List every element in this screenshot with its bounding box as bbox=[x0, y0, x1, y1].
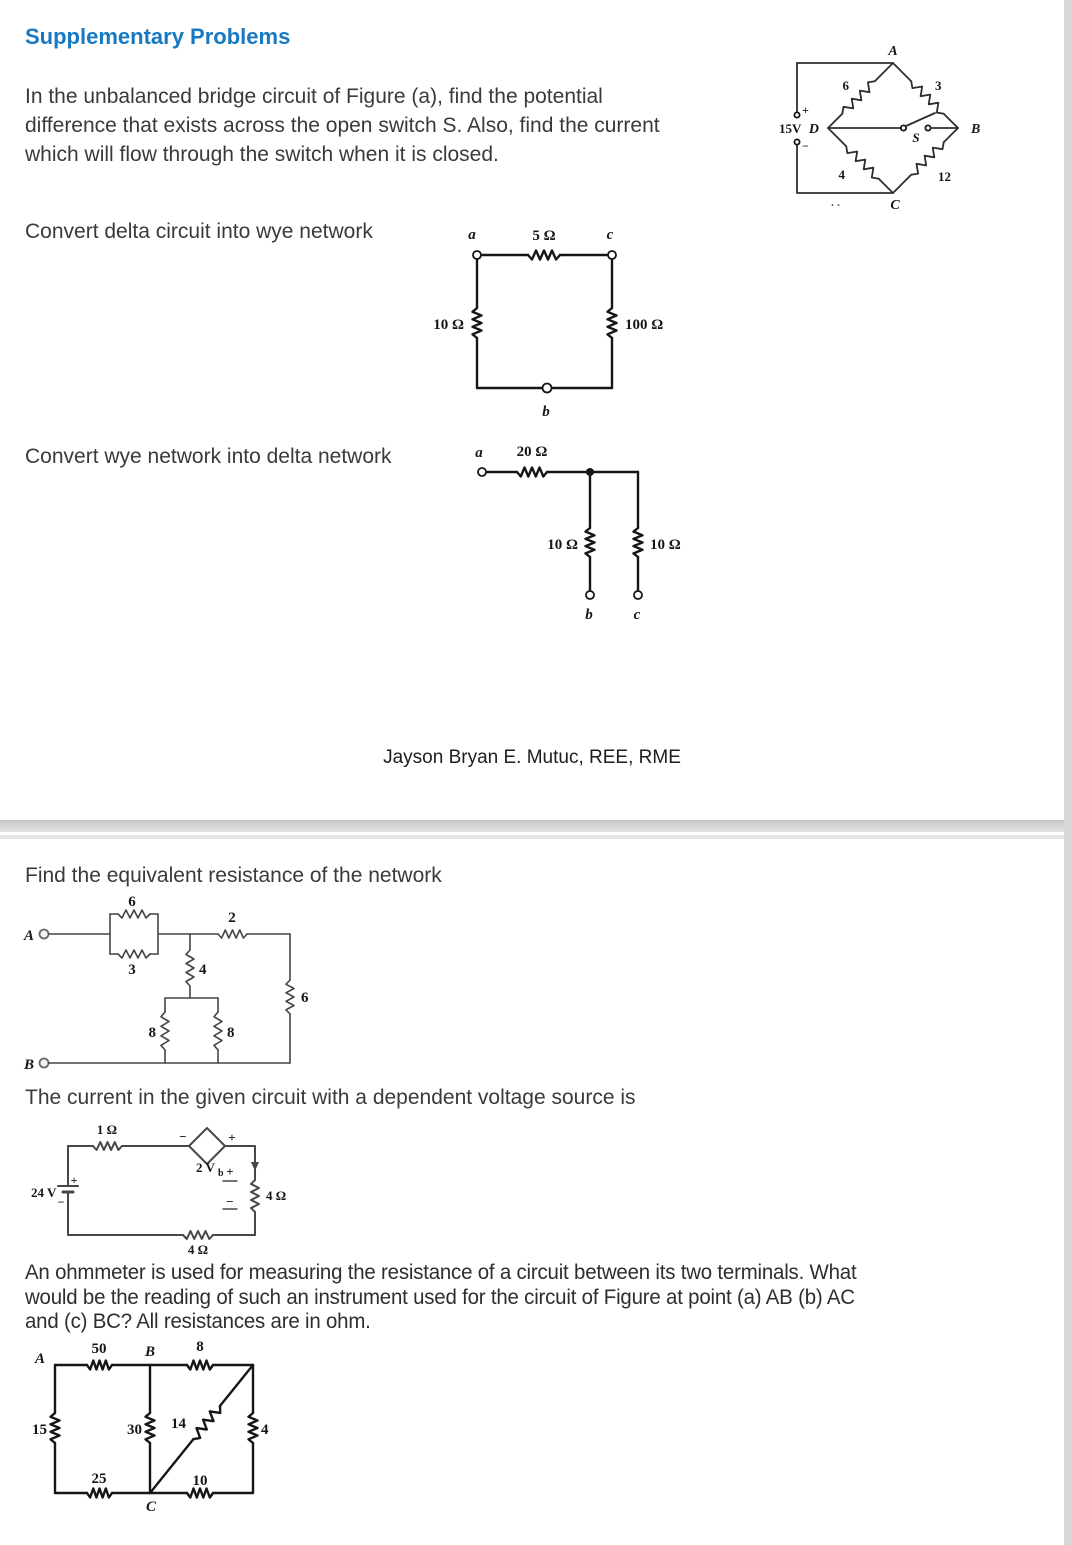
page-break-band bbox=[0, 820, 1072, 832]
wye-resistor-left-value: 10 Ω bbox=[547, 537, 578, 553]
dependent-source-wires bbox=[57, 1127, 260, 1240]
equivalent-resistance-heading: Find the equivalent resistance of the ne… bbox=[25, 864, 442, 887]
wye-node-a-label: a bbox=[475, 445, 483, 461]
equivalent-resistance-wires bbox=[38, 909, 295, 1069]
bridge-resistor-da-value: 6 bbox=[843, 78, 850, 93]
delta-node-c-label: c bbox=[607, 227, 614, 243]
page-right-edge bbox=[1064, 0, 1072, 1545]
ohm-node-c-label: C bbox=[146, 1499, 157, 1515]
dep-diamond-minus: − bbox=[179, 1129, 186, 1144]
ohmmeter-problem-text: An ohmmeter is used for measuring the re… bbox=[25, 1260, 900, 1334]
dep-gain-subscript: b bbox=[218, 1168, 224, 1179]
ohm-resistor-14-value: 14 bbox=[171, 1416, 187, 1432]
ohm-node-b-label: B bbox=[144, 1344, 155, 1360]
dep-resistor-4ohm-bottom-value: 4 Ω bbox=[188, 1242, 208, 1257]
page-title: Supplementary Problems bbox=[25, 24, 291, 49]
delta-node-a-label: a bbox=[468, 227, 476, 243]
dep-gain-label: 2 V bbox=[196, 1160, 216, 1175]
delta-node-b-label: b bbox=[542, 404, 550, 420]
dependent-source-heading: The current in the given circuit with a … bbox=[25, 1086, 636, 1109]
delta-circuit-figure: a c b 5 Ω 10 Ω 100 Ω bbox=[433, 227, 663, 420]
wye-problem-heading: Convert wye network into delta network bbox=[25, 445, 392, 468]
delta-resistor-left-value: 10 Ω bbox=[433, 317, 464, 333]
paragraph-line: difference that exists across the open s… bbox=[25, 114, 660, 137]
equivalent-resistance-figure: A B 6 3 2 4 6 8 8 bbox=[23, 894, 309, 1073]
equiv-resistor-8right-value: 8 bbox=[227, 1025, 235, 1041]
paragraph-line: An ohmmeter is used for measuring the re… bbox=[25, 1260, 857, 1284]
dep-source-label: 24 V bbox=[31, 1185, 57, 1200]
ohmmeter-circuit-figure: A B C 50 8 15 30 14 4 25 10 bbox=[32, 1339, 269, 1515]
ohm-resistor-50-value: 50 bbox=[92, 1341, 107, 1357]
delta-circuit-wires bbox=[471, 249, 618, 394]
bridge-node-a-label: A bbox=[887, 44, 897, 59]
bridge-source-plus: + bbox=[802, 103, 809, 117]
ohm-node-a-label: A bbox=[34, 1351, 45, 1367]
bridge-switch-label: S bbox=[912, 130, 919, 145]
wye-resistor-right-value: 10 Ω bbox=[650, 537, 681, 553]
dep-resistor-1ohm-value: 1 Ω bbox=[97, 1122, 117, 1137]
paragraph-line: and (c) BC? All resistances are in ohm. bbox=[25, 1309, 371, 1333]
equiv-node-a-label: A bbox=[23, 928, 34, 944]
dep-vb-minus: − bbox=[226, 1194, 233, 1209]
bridge-resistor-ab-value: 3 bbox=[935, 78, 942, 93]
dep-resistor-4ohm-right-value: 4 Ω bbox=[266, 1188, 286, 1203]
equiv-resistor-8left-value: 8 bbox=[149, 1025, 157, 1041]
ohm-resistor-10-value: 10 bbox=[193, 1473, 208, 1489]
ohm-resistor-4-value: 4 bbox=[261, 1422, 269, 1438]
delta-resistor-top-value: 5 Ω bbox=[532, 228, 555, 244]
wye-circuit-figure: a 20 Ω 10 Ω 10 Ω b c bbox=[475, 444, 681, 623]
page-break-band-lower bbox=[0, 835, 1072, 839]
wye-node-b-label: b bbox=[585, 607, 593, 623]
equiv-resistor-6top-value: 6 bbox=[128, 894, 136, 910]
equiv-resistor-4-value: 4 bbox=[199, 962, 207, 978]
bridge-node-d-label: D bbox=[808, 122, 819, 137]
dep-source-plus: + bbox=[71, 1173, 78, 1187]
dep-source-minus: − bbox=[58, 1195, 65, 1209]
equiv-node-b-label: B bbox=[23, 1057, 34, 1073]
bridge-circuit-wires bbox=[793, 62, 959, 194]
paragraph-line: which will flow through the switch when … bbox=[25, 143, 499, 166]
ohmmeter-circuit-wires bbox=[49, 1359, 259, 1499]
wye-node-c-label: c bbox=[634, 607, 641, 623]
bridge-node-b-label: B bbox=[970, 122, 980, 137]
ohm-resistor-8-value: 8 bbox=[196, 1339, 204, 1355]
paragraph-line: would be the reading of such an instrume… bbox=[25, 1284, 855, 1309]
dependent-source-figure: 1 Ω − + 2 V b + − 4 Ω 4 Ω 24 V + − bbox=[31, 1122, 286, 1257]
equiv-resistor-2-value: 2 bbox=[228, 910, 236, 926]
bridge-resistor-cb-value: 12 bbox=[938, 169, 951, 184]
equiv-resistor-6right-value: 6 bbox=[301, 990, 309, 1006]
ohm-resistor-25-value: 25 bbox=[92, 1471, 107, 1487]
ohm-resistor-30-value: 30 bbox=[127, 1422, 142, 1438]
ohm-resistor-15-value: 15 bbox=[32, 1422, 47, 1438]
equiv-resistor-3-value: 3 bbox=[128, 962, 136, 978]
bridge-source-label: 15V bbox=[779, 121, 802, 136]
bridge-caption-dots: . . bbox=[831, 195, 840, 209]
bridge-node-c-label: C bbox=[890, 198, 900, 213]
author-credit: Jayson Bryan E. Mutuc, REE, RME bbox=[383, 747, 681, 768]
bridge-circuit-figure: A B C D 6 3 4 12 S 15V + − . . bbox=[779, 44, 980, 213]
dep-diamond-plus: + bbox=[228, 1130, 235, 1145]
wye-resistor-top-value: 20 Ω bbox=[517, 444, 548, 460]
paragraph-line: In the unbalanced bridge circuit of Figu… bbox=[25, 85, 603, 108]
bridge-problem-text: In the unbalanced bridge circuit of Figu… bbox=[25, 82, 660, 169]
bridge-resistor-dc-value: 4 bbox=[839, 167, 846, 182]
delta-problem-heading: Convert delta circuit into wye network bbox=[25, 220, 373, 243]
bridge-source-minus: − bbox=[802, 139, 809, 153]
dep-vb-plus: + bbox=[226, 1164, 233, 1179]
wye-circuit-wires bbox=[477, 466, 644, 600]
delta-resistor-right-value: 100 Ω bbox=[625, 317, 663, 333]
